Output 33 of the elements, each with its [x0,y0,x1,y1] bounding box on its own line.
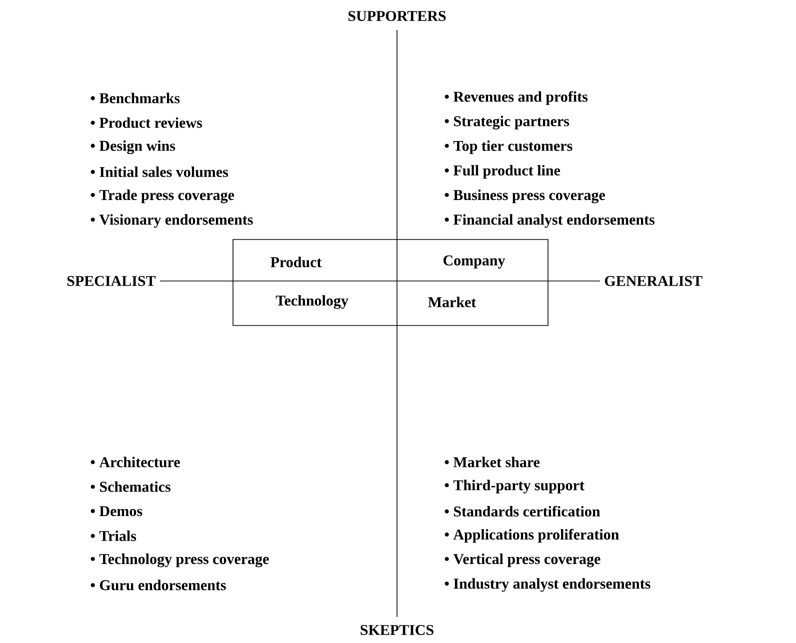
list-item: • Trade press coverage [90,190,234,204]
list-item: • Technology press coverage [90,554,269,568]
list-item: • Industry analyst endorsements [444,578,650,592]
axis-label: SPECIALIST [67,276,156,286]
cell-label: Market [428,296,476,308]
cell-label: Product [270,256,322,268]
list-item: • Demos [90,506,142,516]
list-item: • Vertical press coverage [444,554,600,568]
axis-label: SUPPORTERS [348,10,446,22]
axis-label: SKEPTICS [360,624,434,636]
list-item: • Benchmarks [90,92,180,104]
cell-label: Technology [276,295,348,309]
axis-label: GENERALIST [604,276,702,286]
list-item: • Third-party support [444,480,584,494]
list-item: • Standards certification [444,506,600,517]
list-item: • Architecture [90,456,180,468]
list-item: • Product reviews [90,117,202,128]
list-item: • Revenues and profits [444,91,588,105]
list-item: • Schematics [90,481,170,492]
list-item: • Guru endorsements [90,580,226,590]
list-item: • Strategic partners [444,116,570,130]
list-item: • Initial sales volumes [90,166,228,178]
grid-box [232,239,548,326]
list-item: • Trials [90,530,136,542]
list-item: • Applications proliferation [444,528,619,543]
list-item: • Market share [444,456,540,468]
cell-label: Company [443,255,506,269]
list-item: • Visionary endorsements [90,214,253,228]
list-item: • Financial analyst endorsements [444,214,654,228]
list-item: • Business press coverage [444,190,606,204]
list-item: • Top tier customers [444,140,572,154]
list-item: • Full product line [444,165,560,179]
list-item: • Design wins [90,140,176,154]
